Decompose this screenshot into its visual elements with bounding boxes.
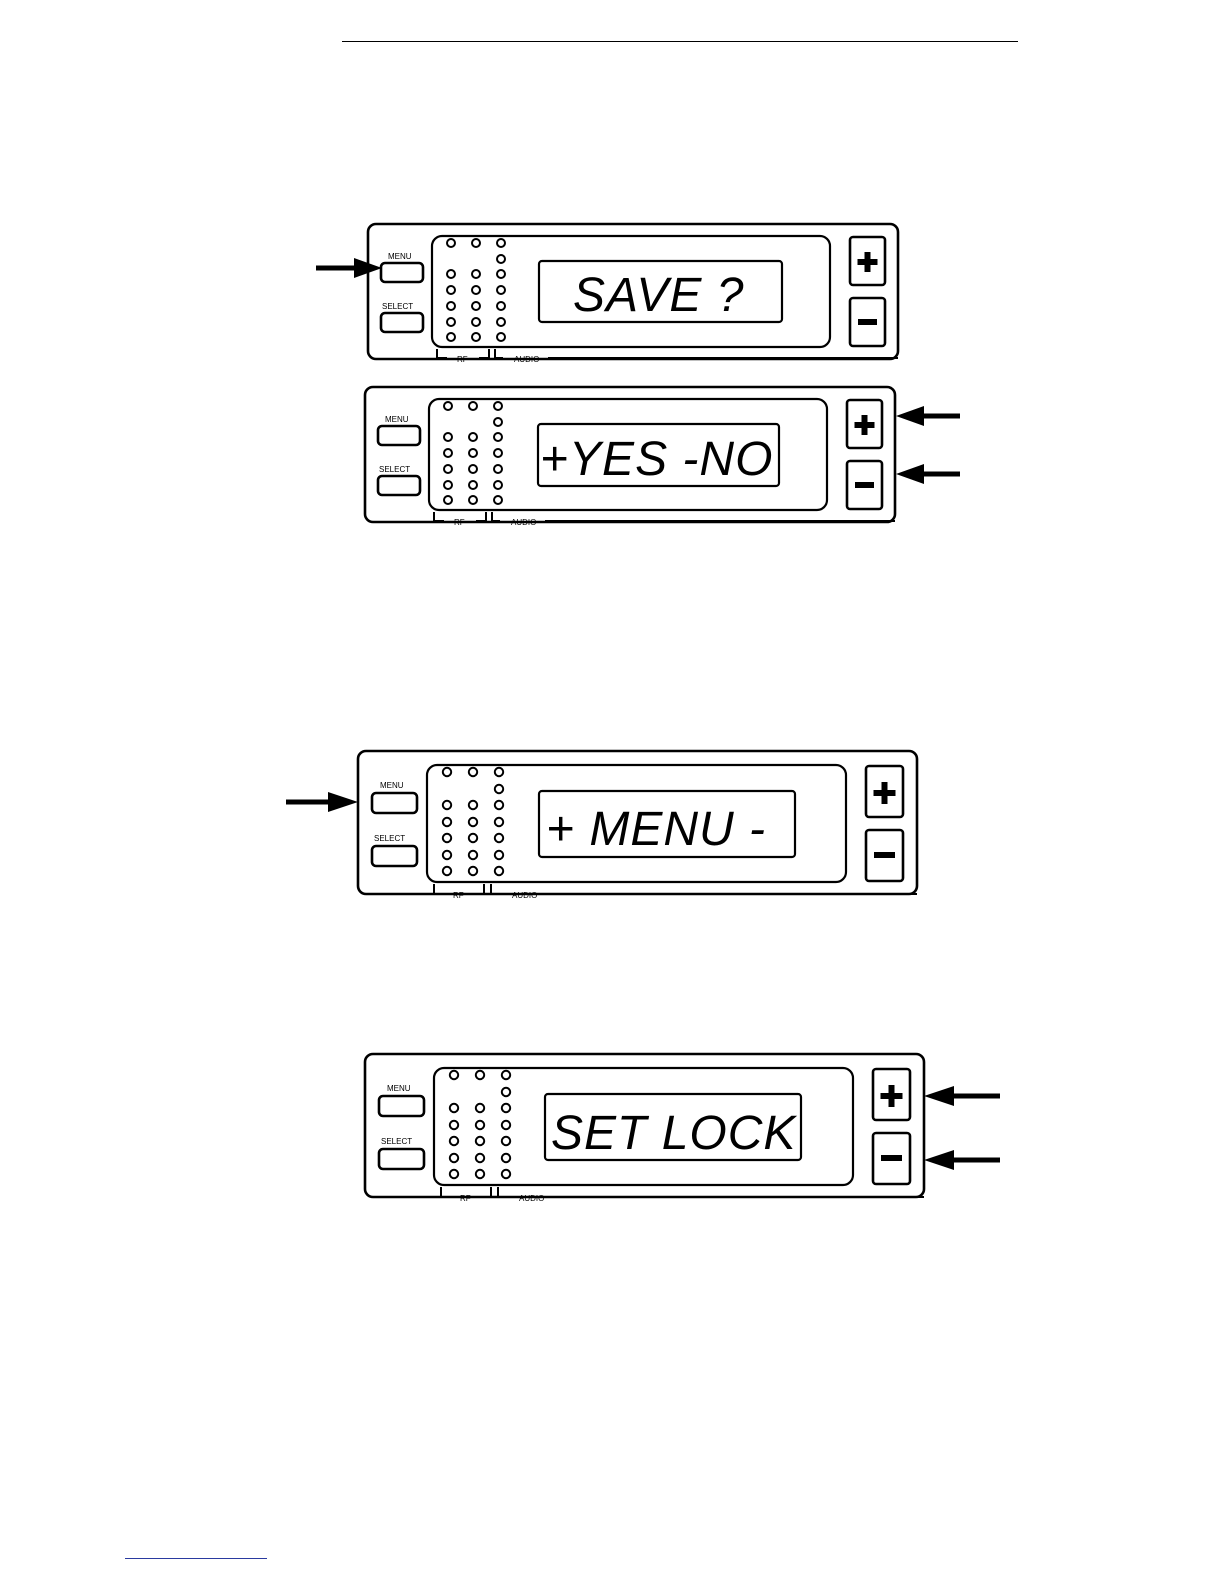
arrow-to-menu-button xyxy=(286,790,360,814)
select-button[interactable] xyxy=(378,476,420,495)
menu-button[interactable] xyxy=(372,793,417,813)
menu-button[interactable] xyxy=(381,263,423,282)
menu-button[interactable] xyxy=(379,1096,424,1116)
rf-label: RF xyxy=(460,1194,471,1203)
receiver-panel-save: MENU SELECT SAVE ? RF AUDIO xyxy=(368,223,900,363)
panel-drawing: MENU SELECT + MENU - RF AUDIO xyxy=(358,750,920,900)
panel-drawing: MENU SELECT +YES -NO RF AUDIO xyxy=(365,386,897,526)
menu-button-label: MENU xyxy=(385,415,409,424)
menu-button-label: MENU xyxy=(388,252,412,261)
audio-label: AUDIO xyxy=(519,1194,544,1203)
arrow-to-minus-button xyxy=(896,462,962,486)
minus-icon xyxy=(855,482,874,488)
arrow-to-plus-button xyxy=(924,1084,1002,1108)
arrow-to-menu-button xyxy=(316,256,384,280)
header-rule xyxy=(342,41,1018,42)
select-button[interactable] xyxy=(381,313,423,332)
menu-button[interactable] xyxy=(378,426,420,445)
select-button[interactable] xyxy=(379,1149,424,1169)
select-button-label: SELECT xyxy=(381,1137,412,1146)
audio-label: AUDIO xyxy=(511,518,536,527)
minus-icon xyxy=(881,1155,902,1161)
rf-label: RF xyxy=(457,355,468,364)
receiver-panel-yes-no: MENU SELECT +YES -NO RF AUDIO xyxy=(365,386,897,526)
minus-icon xyxy=(874,852,895,858)
footnote-rule xyxy=(125,1558,267,1559)
select-button-label: SELECT xyxy=(382,302,413,311)
lcd-text: SAVE ? xyxy=(573,269,744,322)
panel-drawing: MENU SELECT SAVE ? RF AUDIO xyxy=(368,223,900,363)
select-button-label: SELECT xyxy=(374,834,405,843)
lcd-text: SET LOCK xyxy=(551,1107,797,1160)
arrow-to-minus-button xyxy=(924,1148,1002,1172)
menu-button-label: MENU xyxy=(387,1084,411,1093)
audio-label: AUDIO xyxy=(512,891,537,900)
audio-label: AUDIO xyxy=(514,355,539,364)
receiver-panel-menu: MENU SELECT + MENU - RF AUDIO xyxy=(358,750,920,900)
panel-drawing: MENU SELECT SET LOCK RF AUDIO xyxy=(365,1053,927,1203)
menu-button-label: MENU xyxy=(380,781,404,790)
arrow-to-plus-button xyxy=(896,404,962,428)
select-button[interactable] xyxy=(372,846,417,866)
rf-label: RF xyxy=(454,518,465,527)
rf-label: RF xyxy=(453,891,464,900)
minus-icon xyxy=(858,319,877,325)
lcd-text: +YES -NO xyxy=(540,433,773,486)
select-button-label: SELECT xyxy=(379,465,410,474)
lcd-text: + MENU - xyxy=(546,803,766,856)
receiver-panel-set-lock: MENU SELECT SET LOCK RF AUDIO xyxy=(365,1053,927,1203)
